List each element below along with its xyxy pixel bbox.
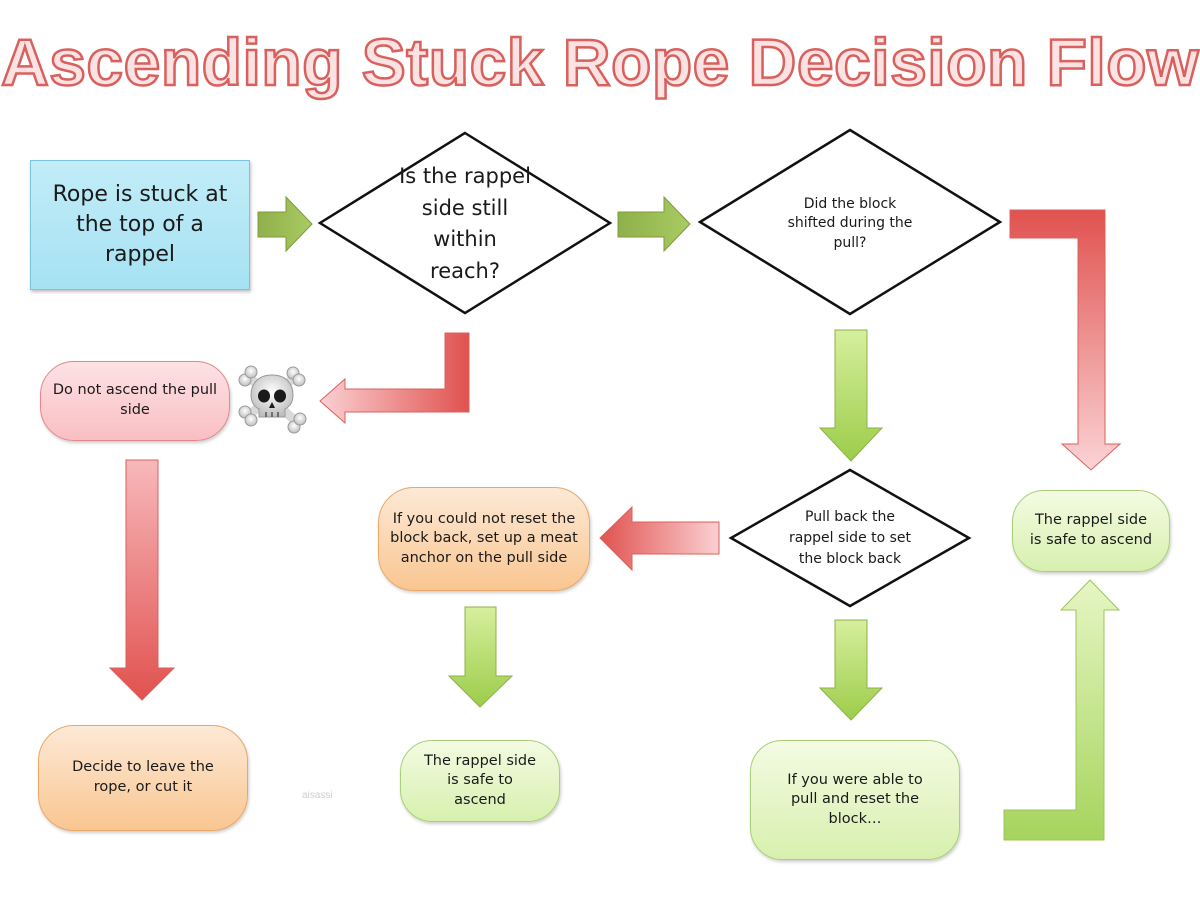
decision-diamond-shifted bbox=[697, 128, 1003, 316]
watermark: aisassi bbox=[302, 790, 333, 801]
arrow-pull-back-to-meat-anchor bbox=[599, 505, 720, 572]
node-start: Rope is stuck at the top of a rappel bbox=[30, 160, 250, 290]
arrow-do-not-ascend-to-leave-rope bbox=[108, 459, 176, 701]
node-decision-shifted: Did the block shifted during the pull? bbox=[787, 195, 913, 251]
node-decision-reach: Is the rappel side still within reach? bbox=[399, 164, 531, 283]
skull-crossbones-icon bbox=[237, 365, 307, 435]
page-title: Ascending Stuck Rope Decision Flow bbox=[0, 24, 1200, 101]
decision-diamond-reach bbox=[317, 131, 613, 315]
node-safe-middle: The rappel side is safe to ascend bbox=[400, 740, 560, 822]
node-meat-anchor: If you could not reset the block back, s… bbox=[378, 487, 590, 591]
node-do-not-ascend: Do not ascend the pull side bbox=[40, 361, 230, 441]
arrow-shifted-to-safe-right bbox=[1009, 209, 1122, 471]
node-safe-right: The rappel side is safe to ascend bbox=[1012, 490, 1170, 572]
arrow-start-to-reach bbox=[257, 195, 313, 253]
arrow-meat-anchor-to-safe-middle bbox=[447, 606, 514, 708]
arrow-shifted-to-pull-back bbox=[818, 329, 884, 462]
arrow-pull-back-to-able-reset bbox=[818, 619, 884, 721]
arrow-reach-to-shifted bbox=[617, 195, 691, 253]
node-leave-rope: Decide to leave the rope, or cut it bbox=[38, 725, 248, 831]
node-pull-back: Pull back the rappel side to set the blo… bbox=[788, 508, 912, 567]
arrow-able-reset-to-safe-right bbox=[1003, 579, 1121, 841]
decision-diamond-pull-back bbox=[728, 468, 972, 608]
arrow-reach-to-do-not-ascend bbox=[319, 332, 470, 425]
node-able-reset: If you were able to pull and reset the b… bbox=[750, 740, 960, 860]
